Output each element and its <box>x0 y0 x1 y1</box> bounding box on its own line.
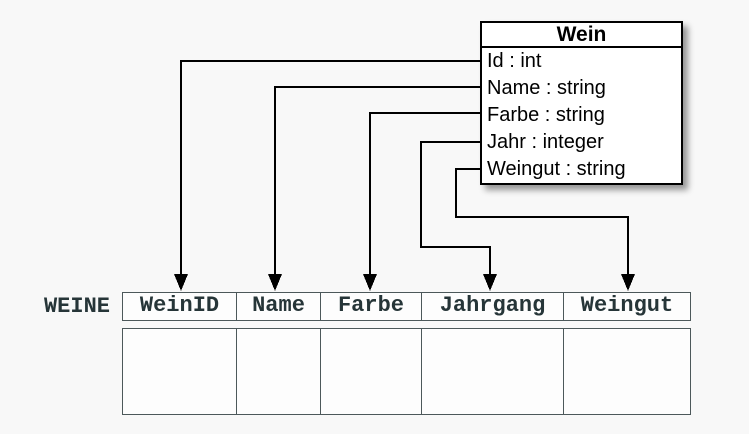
connector-name-to-name <box>268 86 480 291</box>
class-attribute-name: Name : string <box>487 77 606 99</box>
class-attribute-id: Id : int <box>487 50 542 72</box>
body-cell-jahrgang <box>420 328 565 415</box>
column-header-weinid: WeinID <box>122 292 237 321</box>
body-cell-weingut <box>563 328 691 415</box>
arrowhead-icon <box>363 274 377 291</box>
connector-farbe-to-farbe <box>363 112 480 291</box>
class-title: Wein <box>482 23 681 48</box>
class-attribute-weingut: Weingut : string <box>487 158 626 180</box>
column-header-name: Name <box>235 292 322 321</box>
connector-weingut-to-weingut <box>455 168 635 291</box>
arrowhead-icon <box>174 274 188 291</box>
body-cell-weinid <box>122 328 237 415</box>
column-header-jahrgang: Jahrgang <box>420 292 565 321</box>
arrowhead-icon <box>268 274 282 291</box>
column-header-weingut: Weingut <box>563 292 691 321</box>
table-name-label: WEINE <box>43 294 110 319</box>
table-body-row <box>122 328 691 415</box>
class-attribute-farbe: Farbe : string <box>487 104 605 126</box>
arrowhead-icon <box>621 274 635 291</box>
uml-class-box: Wein Id : int Name : string Farbe : stri… <box>480 21 683 185</box>
body-cell-farbe <box>320 328 422 415</box>
connector-jahr-to-jahrgang <box>420 141 497 291</box>
class-attribute-list: Id : int Name : string Farbe : string Ja… <box>482 48 681 183</box>
connector-id-to-weinid <box>174 60 480 291</box>
arrowhead-icon <box>483 274 497 291</box>
class-attribute-jahr: Jahr : integer <box>487 131 604 153</box>
table-header-row: WeinID Name Farbe Jahrgang Weingut <box>122 292 691 321</box>
column-header-farbe: Farbe <box>320 292 422 321</box>
body-cell-name <box>235 328 322 415</box>
